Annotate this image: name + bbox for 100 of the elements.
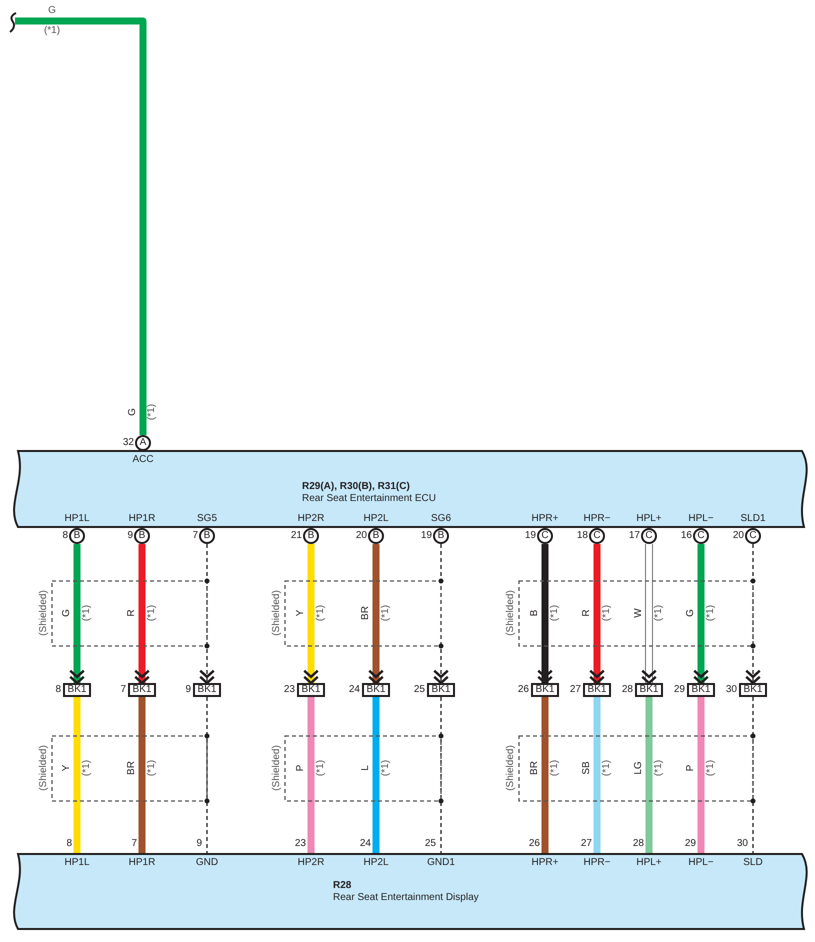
shield-label: (Shielded) — [505, 745, 517, 791]
shield-label: (Shielded) — [38, 745, 50, 791]
pin-name: HP2R — [296, 857, 326, 869]
shield-label: (Shielded) — [271, 590, 283, 636]
pin-name: SLD1 — [740, 513, 766, 525]
pin-number: 32 — [122, 437, 134, 449]
wire-color-code: R — [126, 609, 138, 617]
connector-letter: B — [72, 530, 82, 542]
connector-code: BK1 — [430, 684, 452, 696]
connector-code: BK1 — [742, 684, 764, 696]
note-mark: (*1) — [549, 604, 561, 622]
note-mark: (*1) — [146, 604, 158, 622]
connector-letter: C — [644, 530, 654, 542]
note-mark: (*1) — [653, 604, 665, 622]
pin-number: 19 — [524, 530, 536, 542]
shield-label: G — [48, 5, 56, 17]
pin-number: 24 — [360, 838, 371, 850]
pin-number: 21 — [290, 530, 302, 542]
wire — [74, 697, 80, 853]
note-mark: (*1) — [601, 604, 613, 622]
wire-color-code: G — [127, 408, 139, 416]
pin-number: 29 — [684, 838, 696, 850]
wire-color-code: W — [633, 608, 645, 618]
pin-name: ACC — [132, 454, 154, 466]
pin-number: 28 — [622, 684, 633, 696]
connector-letter: A — [138, 437, 148, 449]
pin-number: 27 — [580, 838, 592, 850]
connector-code: BK1 — [196, 684, 218, 696]
wire — [646, 697, 652, 853]
pin-name: SLD — [742, 857, 764, 869]
wire — [69, 544, 85, 684]
wire-color-code: G — [61, 609, 73, 617]
connector-letter: B — [436, 530, 446, 542]
note-mark: (*1) — [315, 604, 327, 622]
wire-color-code: LG — [633, 761, 645, 775]
wire — [372, 697, 380, 853]
pin-name: HP1L — [64, 513, 90, 525]
component-name: Rear Seat Entertainment ECU — [302, 493, 436, 505]
wire — [138, 697, 146, 853]
pin-number: 26 — [518, 684, 529, 696]
pin-name: HPL+ — [636, 513, 662, 525]
note-mark: (*1) — [146, 760, 158, 776]
pin-number: 9 — [127, 530, 133, 542]
wire — [303, 544, 319, 684]
pin-number: 19 — [420, 530, 432, 542]
connector-letter: C — [592, 530, 602, 542]
pin-number: 9 — [185, 684, 191, 696]
pin-number: 7 — [192, 530, 198, 542]
wire — [698, 697, 704, 853]
pin-name: HPL+ — [635, 857, 663, 869]
pin-number: 27 — [570, 684, 581, 696]
note-mark: (*1) — [81, 604, 93, 622]
note-mark: (*1) — [315, 760, 327, 776]
pin-number: 8 — [62, 530, 68, 542]
wire-color-code: P — [685, 764, 697, 772]
pin-number: 30 — [736, 838, 748, 850]
pin-name: HPR+ — [530, 857, 560, 869]
wire — [594, 697, 600, 853]
shield-label: (*1) — [44, 25, 60, 37]
component-code: R29(A), R30(B), R31(C) — [302, 481, 410, 493]
wire — [693, 544, 709, 684]
note-mark: (*1) — [81, 760, 93, 776]
pin-name: HPL− — [687, 857, 715, 869]
wire — [537, 544, 553, 684]
shield-label: (Shielded) — [271, 745, 283, 791]
wire-color-code: BR — [126, 761, 138, 775]
pin-name: HPR− — [582, 857, 612, 869]
pin-number: 8 — [66, 838, 72, 850]
note-mark: (*1) — [380, 604, 392, 622]
component-code: R28 — [333, 880, 352, 892]
shield-label: (Shielded) — [38, 590, 50, 636]
pin-name: HP1R — [128, 857, 156, 869]
wire-color-code: L — [360, 765, 372, 771]
drain-wire — [440, 697, 442, 853]
pin-number: 23 — [284, 684, 295, 696]
connector-letter: C — [696, 530, 706, 542]
pin-name: HP1L — [63, 857, 90, 869]
pin-name: HP2L — [364, 513, 388, 525]
pin-name: SG6 — [431, 513, 451, 525]
connector-code: BK1 — [534, 684, 556, 696]
pin-number: 7 — [131, 838, 137, 850]
connector-letter: B — [138, 530, 146, 542]
pin-name: GND — [194, 857, 220, 869]
pin-name: HP1R — [128, 513, 156, 525]
pin-number: 20 — [356, 530, 367, 542]
pin-name: GND1 — [426, 857, 456, 869]
connector-letter: B — [306, 530, 316, 542]
connector-letter: C — [540, 530, 550, 542]
pin-number: 9 — [196, 838, 202, 850]
wire — [134, 544, 150, 684]
pin-number: 7 — [120, 684, 126, 696]
wire — [589, 544, 605, 684]
wire-color-code: G — [685, 609, 697, 617]
pin-number: 8 — [55, 684, 61, 696]
wire — [308, 697, 314, 853]
wire-color-code: BR — [529, 761, 541, 775]
drain-wire — [745, 544, 761, 684]
pin-number: 18 — [576, 530, 588, 542]
connector-code: BK1 — [66, 684, 88, 696]
drain-wire — [199, 544, 215, 684]
